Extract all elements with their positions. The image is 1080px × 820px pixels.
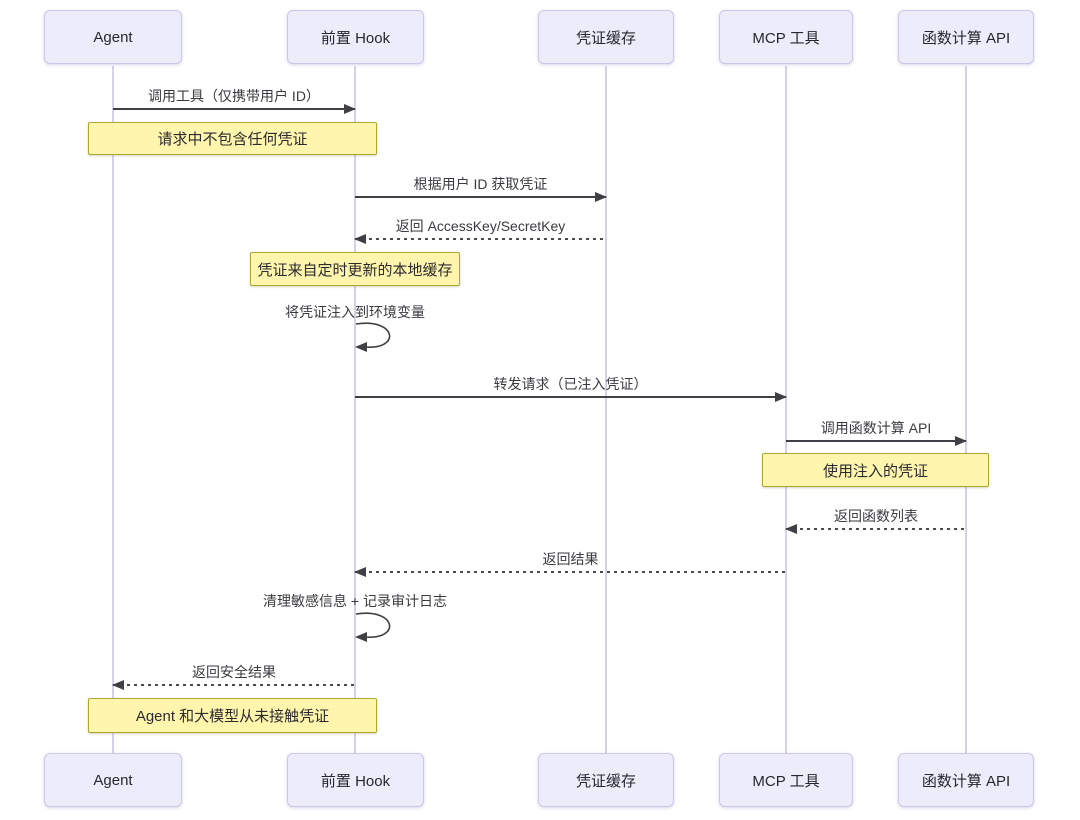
actor-label: 函数计算 API xyxy=(921,772,1011,790)
actor-pre-hook-top: 前置 Hook xyxy=(287,10,424,64)
actor-credential-cache-top: 凭证缓存 xyxy=(538,10,674,64)
note-label: Agent 和大模型从未接触凭证 xyxy=(135,708,330,725)
self-loop-arrow-icon xyxy=(355,322,391,352)
actor-credential-cache-bottom: 凭证缓存 xyxy=(538,753,674,807)
note-local-cache: 凭证来自定时更新的本地缓存 xyxy=(250,252,460,286)
actor-label: MCP 工具 xyxy=(752,29,820,47)
actor-label: Agent xyxy=(93,771,133,789)
msg-forward-request: 转发请求（已注入凭证） xyxy=(355,375,787,402)
lifeline-pre-hook xyxy=(354,66,356,753)
actor-label: MCP 工具 xyxy=(752,772,820,790)
arrow-line xyxy=(354,567,786,577)
actor-label: 前置 Hook xyxy=(320,772,391,790)
msg-return-safe-result: 返回安全结果 xyxy=(112,663,355,690)
actor-label: 前置 Hook xyxy=(320,29,391,47)
arrow-line xyxy=(113,104,356,114)
note-use-injected-credential: 使用注入的凭证 xyxy=(762,453,989,487)
arrow-line xyxy=(355,392,787,402)
msg-clean-audit: 清理敏感信息 + 记录审计日志 xyxy=(263,593,447,609)
actor-fc-api-top: 函数计算 API xyxy=(898,10,1034,64)
arrowhead-right-icon xyxy=(955,436,967,446)
msg-call-tool: 调用工具（仅携带用户 ID） xyxy=(113,87,356,114)
note-never-touch-credential: Agent 和大模型从未接触凭证 xyxy=(88,698,377,733)
note-label: 使用注入的凭证 xyxy=(822,462,928,480)
msg-return-keys: 返回 AccessKey/SecretKey xyxy=(354,217,606,244)
actor-agent-bottom: Agent xyxy=(44,753,182,807)
arrow-line xyxy=(786,436,967,446)
arrow-line xyxy=(112,680,355,690)
msg-return-function-list: 返回函数列表 xyxy=(785,507,966,534)
msg-label: 返回 AccessKey/SecretKey xyxy=(395,218,566,234)
actor-mcp-tool-bottom: MCP 工具 xyxy=(719,753,853,807)
arrow-line xyxy=(355,192,607,202)
arrowhead-right-icon xyxy=(344,104,356,114)
msg-label: 返回函数列表 xyxy=(834,508,918,524)
lifeline-agent xyxy=(112,66,114,753)
note-label: 凭证来自定时更新的本地缓存 xyxy=(257,261,453,279)
msg-label: 转发请求（已注入凭证） xyxy=(493,376,648,392)
note-no-credentials: 请求中不包含任何凭证 xyxy=(88,122,377,155)
note-label: 请求中不包含任何凭证 xyxy=(157,131,308,148)
lifeline-fc-api xyxy=(965,66,967,753)
msg-label: 调用工具（仅携带用户 ID） xyxy=(148,88,320,104)
lifeline-mcp-tool xyxy=(785,66,787,753)
actor-agent-top: Agent xyxy=(44,10,182,64)
msg-return-result: 返回结果 xyxy=(354,550,786,577)
actor-label: 函数计算 API xyxy=(921,29,1011,47)
msg-inject-env: 将凭证注入到环境变量 xyxy=(285,304,425,320)
arrowhead-left-icon xyxy=(785,524,797,534)
msg-label: 返回安全结果 xyxy=(192,664,276,680)
arrowhead-left-icon xyxy=(354,234,366,244)
actor-label: 凭证缓存 xyxy=(575,29,636,47)
msg-label: 返回结果 xyxy=(542,551,599,567)
arrowhead-right-icon xyxy=(595,192,607,202)
msg-get-credential: 根据用户 ID 获取凭证 xyxy=(355,175,607,202)
msg-call-fc-api: 调用函数计算 API xyxy=(786,419,967,446)
msg-label: 调用函数计算 API xyxy=(820,420,932,436)
actor-label: 凭证缓存 xyxy=(575,772,636,790)
arrow-line xyxy=(354,234,606,244)
lifeline-credential-cache xyxy=(605,66,607,753)
arrowhead-left-icon xyxy=(354,567,366,577)
self-loop-arrow-icon xyxy=(355,612,391,642)
arrowhead-left-icon xyxy=(112,680,124,690)
actor-pre-hook-bottom: 前置 Hook xyxy=(287,753,424,807)
actor-fc-api-bottom: 函数计算 API xyxy=(898,753,1034,807)
actor-mcp-tool-top: MCP 工具 xyxy=(719,10,853,64)
actor-label: Agent xyxy=(93,28,133,46)
msg-label: 根据用户 ID 获取凭证 xyxy=(413,176,548,192)
arrowhead-right-icon xyxy=(775,392,787,402)
arrow-line xyxy=(785,524,966,534)
